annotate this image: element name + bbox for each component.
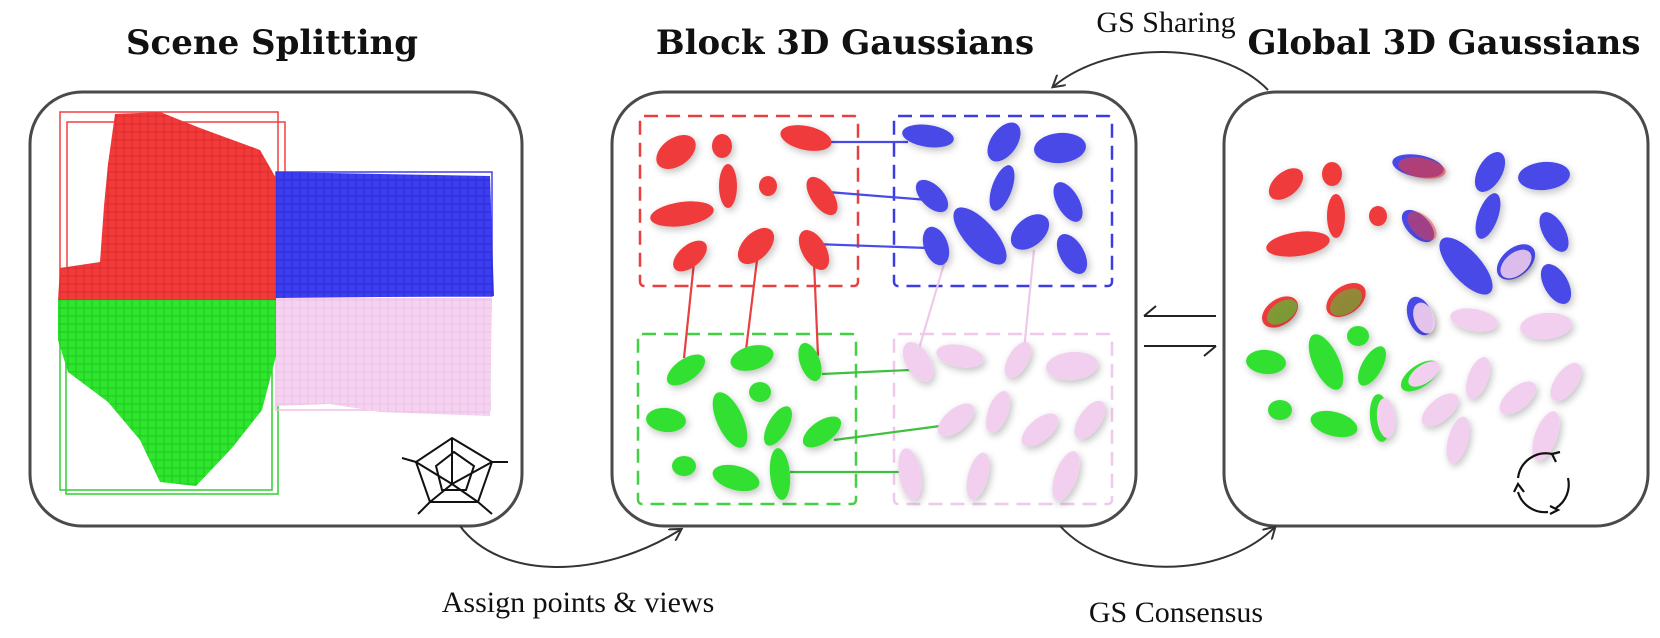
pink-point-cloud bbox=[276, 298, 492, 416]
title-global-gaussians: Global 3D Gaussians bbox=[1247, 23, 1640, 63]
caption-gs-consensus: GS Consensus bbox=[1089, 596, 1263, 629]
pink-block-box bbox=[892, 332, 1114, 506]
blue-connections bbox=[813, 140, 929, 250]
gs-consensus-arrow bbox=[1059, 526, 1274, 568]
green-gaussians bbox=[646, 342, 842, 500]
global-gaussians-panel bbox=[1222, 90, 1650, 528]
green-point-cloud bbox=[58, 300, 276, 486]
red-connections bbox=[682, 251, 820, 359]
block-gaussians-panel bbox=[610, 90, 1138, 528]
assign-arrow bbox=[459, 525, 680, 568]
blue-point-cloud bbox=[276, 172, 494, 298]
red-block-box bbox=[638, 114, 860, 288]
title-block-gaussians: Block 3D Gaussians bbox=[656, 23, 1034, 63]
global-blue-gaussians bbox=[1392, 152, 1572, 336]
green-connections bbox=[790, 368, 941, 474]
global-shared-gaussians bbox=[1266, 157, 1532, 442]
red-point-cloud bbox=[58, 112, 276, 300]
blue-block-box bbox=[892, 114, 1114, 288]
bidirectional-arrows bbox=[1143, 305, 1217, 357]
caption-gs-sharing: GS Sharing bbox=[1096, 6, 1235, 39]
global-pink-gaussians bbox=[1421, 308, 1582, 464]
cycle-arrows-icon bbox=[1513, 450, 1570, 515]
caption-assign: Assign points & views bbox=[442, 586, 715, 619]
pink-gaussians bbox=[898, 341, 1106, 501]
scene-splitting-panel bbox=[28, 90, 524, 528]
green-block-box bbox=[636, 332, 858, 506]
radar-pentagon-icon bbox=[401, 436, 508, 515]
red-gaussians bbox=[650, 125, 838, 272]
global-green-gaussians bbox=[1246, 326, 1386, 438]
title-scene-splitting: Scene Splitting bbox=[126, 23, 418, 63]
blue-gaussians bbox=[902, 122, 1088, 274]
pink-connections bbox=[916, 249, 1036, 353]
gs-sharing-arrow bbox=[1054, 51, 1269, 91]
